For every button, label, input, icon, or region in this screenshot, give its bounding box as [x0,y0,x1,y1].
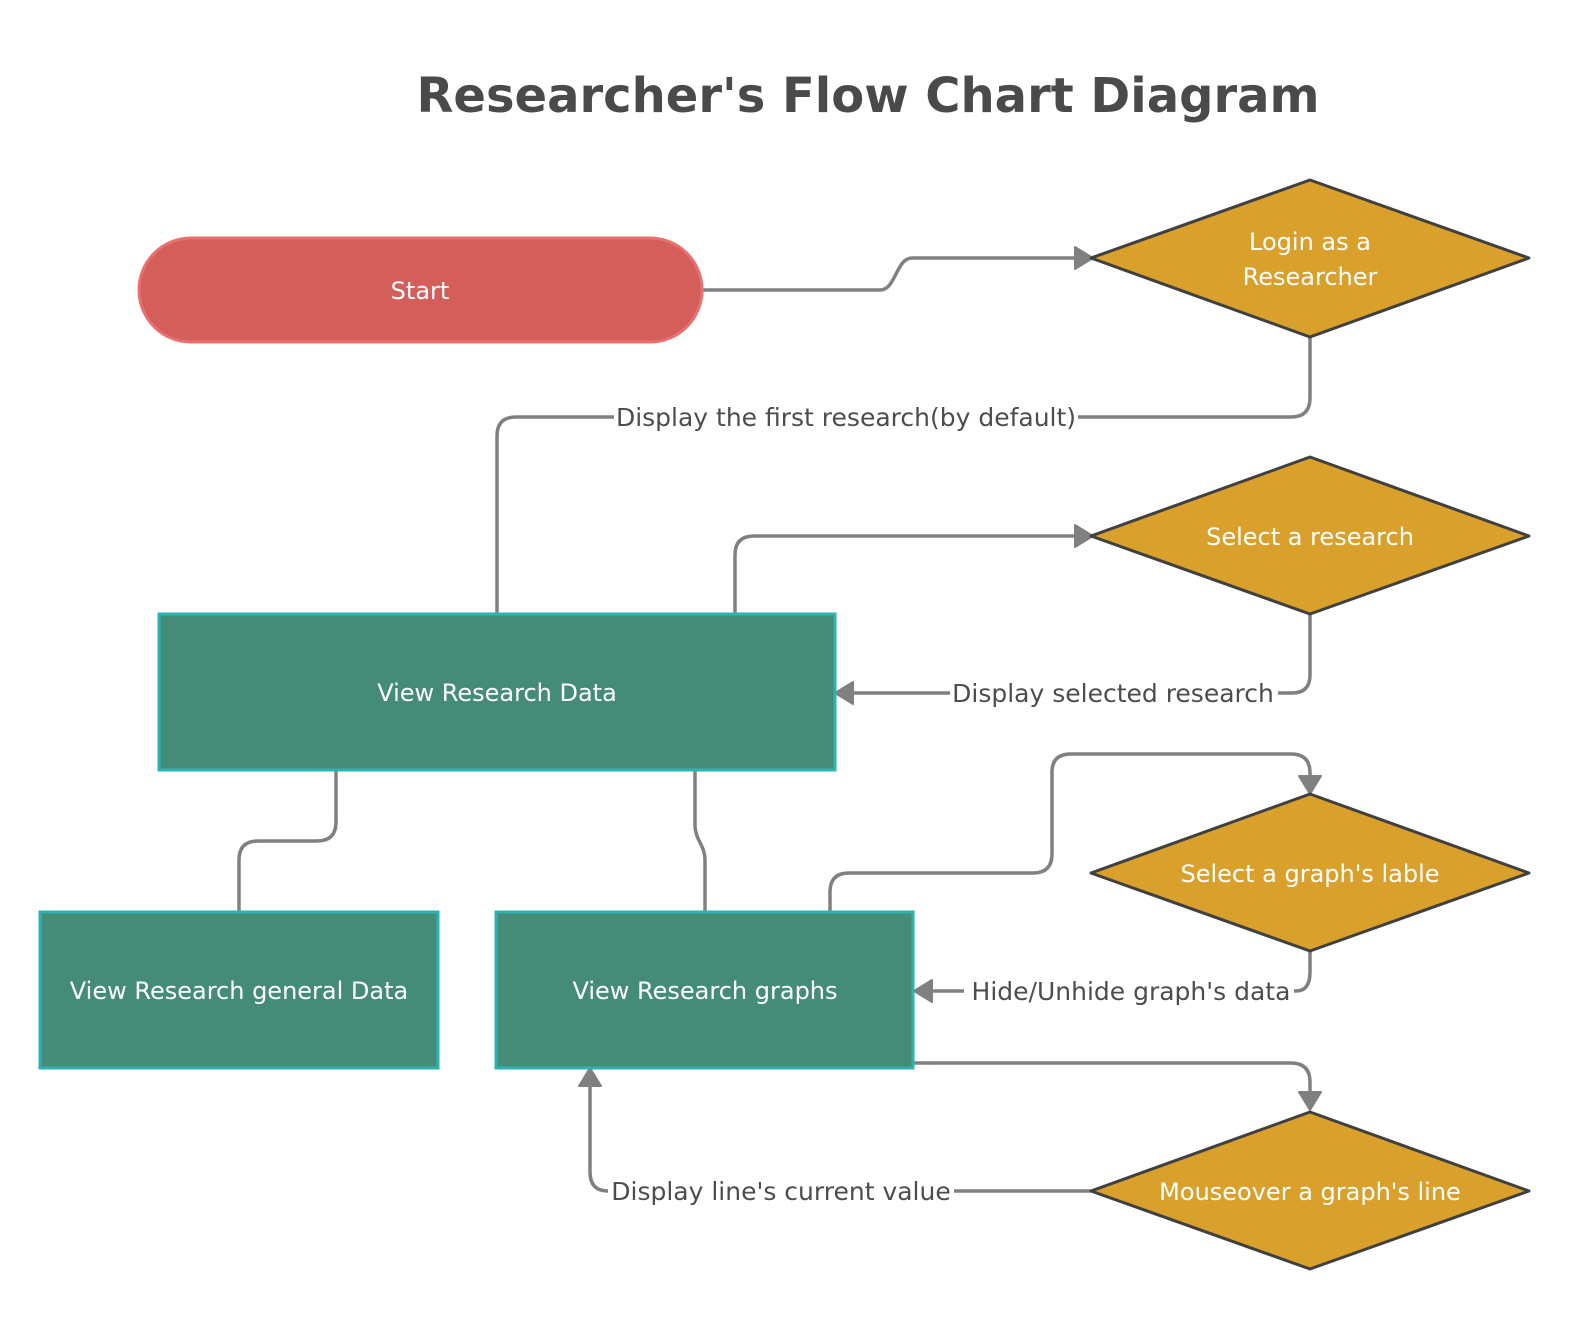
arrowhead-down-icon [1298,775,1322,795]
edge-select-research-to-view-data [853,614,1312,695]
edge-mouseover-to-graphs [588,1086,1091,1193]
edge-graphs-to-mouseover [893,1061,1312,1092]
edge-label-display-first: Display the first research(by default) [616,403,1076,432]
edge-start-to-login [702,256,1075,292]
edge-graphs-to-select-label [828,752,1312,912]
edge-label-display-line-value: Display line's current value [611,1177,950,1206]
edge-label-hide-unhide: Hide/Unhide graph's data [972,977,1291,1006]
edge-label-display-selected: Display selected research [952,679,1274,708]
page-title: Researcher's Flow Chart Diagram [416,68,1319,124]
arrowhead-left-icon [913,979,933,1003]
view-research-graphs-node[interactable]: View Research graphs [494,910,915,1070]
select-graph-label-text: Select a graph's lable [1180,860,1439,888]
view-general-data-node[interactable]: View Research general Data [38,910,440,1070]
login-decision[interactable]: Login as a Researcher [1089,178,1531,339]
mouseover-line-label: Mouseover a graph's line [1159,1178,1461,1206]
view-research-data-label: View Research Data [377,679,617,707]
start-node-label: Start [391,277,450,305]
arrowhead-down-icon [1298,1091,1322,1111]
arrowhead-up-icon [578,1067,602,1087]
edge-select-label-to-graphs [932,951,1312,993]
edge-view-data-to-general-data [237,770,338,912]
login-decision-label-line2: Researcher [1243,263,1378,291]
edge-login-to-view-data [495,337,1312,614]
arrowhead-left-icon [834,681,854,705]
edge-view-data-to-select-research [733,534,1075,614]
arrowhead-right-icon [1074,524,1094,548]
select-research-label: Select a research [1206,523,1414,551]
arrowhead-right-icon [1074,246,1094,270]
edge-view-data-to-graphs [693,770,707,912]
view-general-data-label: View Research general Data [70,977,408,1005]
start-node[interactable]: Start [137,236,704,344]
select-research-decision[interactable]: Select a research [1089,455,1531,616]
select-graph-label-decision[interactable]: Select a graph's lable [1089,792,1531,953]
mouseover-line-decision[interactable]: Mouseover a graph's line [1089,1110,1531,1271]
view-research-graphs-label: View Research graphs [572,977,837,1005]
view-research-data-node[interactable]: View Research Data [157,612,837,772]
login-decision-label-line1: Login as a [1249,228,1371,256]
